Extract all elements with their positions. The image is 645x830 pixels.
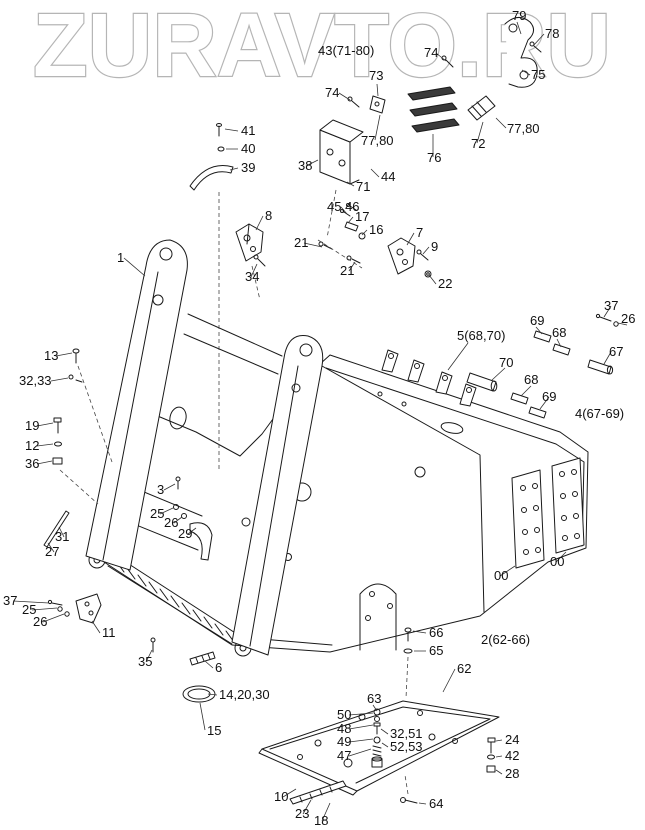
part-label-54-6: 6 (215, 660, 222, 675)
part-label-14-38: 38 (298, 158, 312, 173)
part-label-38-13: 13 (44, 348, 58, 363)
part-label-72-10: 10 (274, 789, 288, 804)
part-label-21-7: 7 (416, 225, 423, 240)
part-label-20-16: 16 (369, 222, 383, 237)
leader-lines (12, 21, 628, 822)
part-label-60-62: 62 (457, 661, 471, 676)
part-label-2-43-71-80-: 43(71-80) (318, 43, 374, 58)
part-label-48-27: 27 (45, 544, 59, 559)
part-label-75-00: 00 (494, 568, 508, 583)
part-label-55-14-20-30: 14,20,30 (219, 687, 270, 702)
deck-hinge-plates (381, 349, 477, 407)
chassis-drawing (43, 17, 619, 805)
part-label-64-49: 49 (337, 734, 351, 749)
part-label-58-65: 65 (429, 643, 443, 658)
part-label-43-3: 3 (157, 482, 164, 497)
part-label-4-73: 73 (369, 68, 383, 83)
part-label-44-25: 25 (150, 506, 164, 521)
part-label-29-26: 26 (621, 311, 635, 326)
part-label-12-40: 40 (241, 141, 255, 156)
part-label-9-72: 72 (471, 136, 485, 151)
part-label-62-50: 50 (337, 707, 351, 722)
part-label-40-19: 19 (25, 418, 39, 433)
part-label-16-44: 44 (381, 169, 395, 184)
part-label-39-32-33: 32,33 (19, 373, 52, 388)
part-label-28-37: 37 (604, 298, 618, 313)
part-label-30-69: 69 (530, 313, 544, 328)
part-label-59-2-62-66-: 2(62-66) (481, 632, 530, 647)
part-label-66-32-51: 32,51 (390, 726, 423, 741)
part-label-42-36: 36 (25, 456, 39, 471)
part-label-74-18: 18 (314, 813, 328, 828)
middle-upright (231, 334, 324, 656)
part-label-45-26: 26 (164, 515, 178, 530)
part-label-17-45-46: 45,46 (327, 199, 360, 214)
part-label-25-22: 22 (438, 276, 452, 291)
main-frame (88, 313, 589, 657)
part-label-53-35: 35 (138, 654, 152, 669)
part-label-41-12: 12 (25, 438, 39, 453)
inner-parts (173, 476, 213, 561)
belly-pan (258, 627, 500, 805)
part-label-22-21: 21 (294, 235, 308, 250)
part-label-37-4-67-69-: 4(67-69) (575, 406, 624, 421)
part-label-49-37: 37 (3, 593, 17, 608)
part-label-7-77-80: 77,80 (361, 133, 394, 148)
rear-mounting-plates (511, 457, 585, 569)
part-label-8-76: 76 (427, 150, 441, 165)
part-label-68-24: 24 (505, 732, 519, 747)
part-label-26-34: 34 (245, 269, 259, 284)
part-label-52-11: 11 (102, 625, 116, 640)
part-label-34-70: 70 (499, 355, 513, 370)
part-label-10-77-80: 77,80 (507, 121, 540, 136)
part-label-35-68: 68 (524, 372, 538, 387)
part-label-47-31: 31 (55, 529, 69, 544)
part-label-27-1: 1 (117, 250, 124, 265)
part-label-36-69: 69 (542, 389, 556, 404)
part-label-24-21: 21 (340, 263, 354, 278)
part-label-65-47: 47 (337, 748, 351, 763)
part-label-19-17: 17 (355, 209, 369, 224)
part-label-50-25: 25 (22, 602, 36, 617)
part-label-63-48: 48 (337, 721, 351, 736)
part-label-33-67: 67 (609, 344, 623, 359)
part-label-71-64: 64 (429, 796, 443, 811)
part-label-18-8: 8 (265, 208, 272, 223)
part-label-76-00: 00 (550, 554, 564, 569)
part-label-46-29: 29 (178, 526, 192, 541)
part-label-57-66: 66 (429, 625, 443, 640)
part-label-15-71: 71 (356, 179, 370, 194)
part-label-11-41: 41 (241, 123, 255, 138)
part-label-51-26: 26 (33, 614, 47, 629)
part-label-6-74: 74 (325, 85, 339, 100)
part-label-32-5-68-70-: 5(68,70) (457, 328, 505, 343)
part-label-5-75: 75 (531, 67, 545, 82)
part-label-73-23: 23 (295, 806, 309, 821)
part-label-0-79: 79 (512, 8, 526, 23)
left-upright (85, 239, 188, 571)
assembly-axis-lines (59, 189, 409, 795)
part-label-70-28: 28 (505, 766, 519, 781)
part-label-67-52-53: 52,53 (390, 739, 423, 754)
part-label-56-15: 15 (207, 723, 221, 738)
part-label-69-42: 42 (505, 748, 519, 763)
part-label-61-63: 63 (367, 691, 381, 706)
left-fasteners (43, 348, 102, 624)
right-pins (466, 313, 619, 419)
part-label-1-78: 78 (545, 26, 559, 41)
part-label-3-74: 74 (424, 45, 438, 60)
part-label-23-9: 9 (431, 239, 438, 254)
bottom-parts (150, 637, 216, 703)
part-label-31-68: 68 (552, 325, 566, 340)
part-label-13-39: 39 (241, 160, 255, 175)
